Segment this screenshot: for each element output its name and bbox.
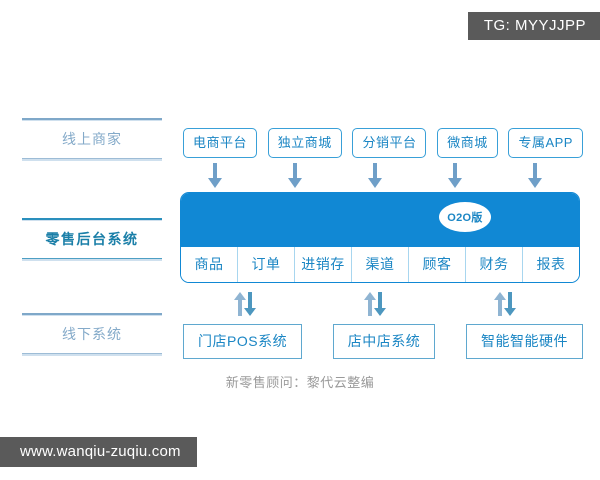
- rail-label-backend: 零售后台系统: [45, 231, 139, 247]
- watermark-top-right: TG: MYYJJPP: [467, 12, 600, 40]
- rail-rule-bottom: [22, 353, 162, 356]
- offline-chip-shop-in-shop-system[interactable]: 店中店系统: [332, 324, 436, 359]
- arrow-up-down-icon: [364, 292, 386, 316]
- arrow-down-icon: [448, 163, 462, 188]
- module-channels[interactable]: 渠道: [351, 247, 408, 282]
- channel-chip-ecommerce-platform[interactable]: 电商平台: [183, 128, 258, 158]
- module-products[interactable]: 商品: [194, 256, 224, 272]
- arrow-up-down-icon: [234, 292, 256, 316]
- module-orders[interactable]: 订单: [237, 247, 294, 282]
- channel-chip-distribution-platform[interactable]: 分销平台: [352, 128, 427, 158]
- o2o-edition-badge: O2O版: [439, 202, 491, 232]
- online-channel-row: 电商平台 独立商城 分销平台 微商城 专属APP: [183, 128, 583, 158]
- arrow-down-icon: [208, 163, 222, 188]
- module-finance[interactable]: 财务: [465, 247, 522, 282]
- channel-chip-independent-mall[interactable]: 独立商城: [267, 128, 342, 158]
- arrow-down-icon: [368, 163, 382, 188]
- rail-label-online: 线上商家: [62, 131, 122, 147]
- rail-label-offline: 线下系统: [62, 326, 122, 342]
- rail-online-merchants: 线上商家: [22, 118, 162, 161]
- offline-chip-smart-hardware[interactable]: 智能智能硬件: [465, 324, 583, 359]
- arrow-down-icon: [288, 163, 302, 188]
- rail-rule-top: [22, 313, 162, 316]
- panel-module-row: 商品 订单 进销存 渠道 顾客 财务 报表: [181, 247, 579, 282]
- offline-chip-store-pos-system[interactable]: 门店POS系统: [183, 324, 303, 359]
- module-inventory[interactable]: 进销存: [294, 247, 351, 282]
- channel-chip-exclusive-app[interactable]: 专属APP: [508, 128, 583, 158]
- rail-retail-backend-system: 零售后台系统: [22, 218, 162, 261]
- watermark-bottom-left: www.wanqiu-zuqiu.com: [0, 437, 197, 467]
- module-reports[interactable]: 报表: [522, 247, 579, 282]
- rail-rule-top: [22, 218, 162, 221]
- offline-system-row: 门店POS系统 店中店系统 智能智能硬件: [183, 324, 583, 359]
- channel-chip-wechat-mall[interactable]: 微商城: [437, 128, 498, 158]
- bidirectional-arrow-row: [183, 291, 583, 319]
- arrow-down-icon: [528, 163, 542, 188]
- rail-rule-top: [22, 118, 162, 121]
- downward-arrow-row: [183, 163, 583, 191]
- retail-backend-panel: O2O版 商品 订单 进销存 渠道 顾客 财务 报表: [180, 192, 580, 283]
- rail-offline-system: 线下系统: [22, 313, 162, 356]
- arrow-up-down-icon: [494, 292, 516, 316]
- rail-rule-bottom: [22, 258, 162, 261]
- panel-header-band: O2O版: [181, 193, 579, 247]
- rail-rule-bottom: [22, 158, 162, 161]
- diagram-caption: 新零售顾问：黎代云整编: [225, 375, 375, 390]
- module-customers[interactable]: 顾客: [408, 247, 465, 282]
